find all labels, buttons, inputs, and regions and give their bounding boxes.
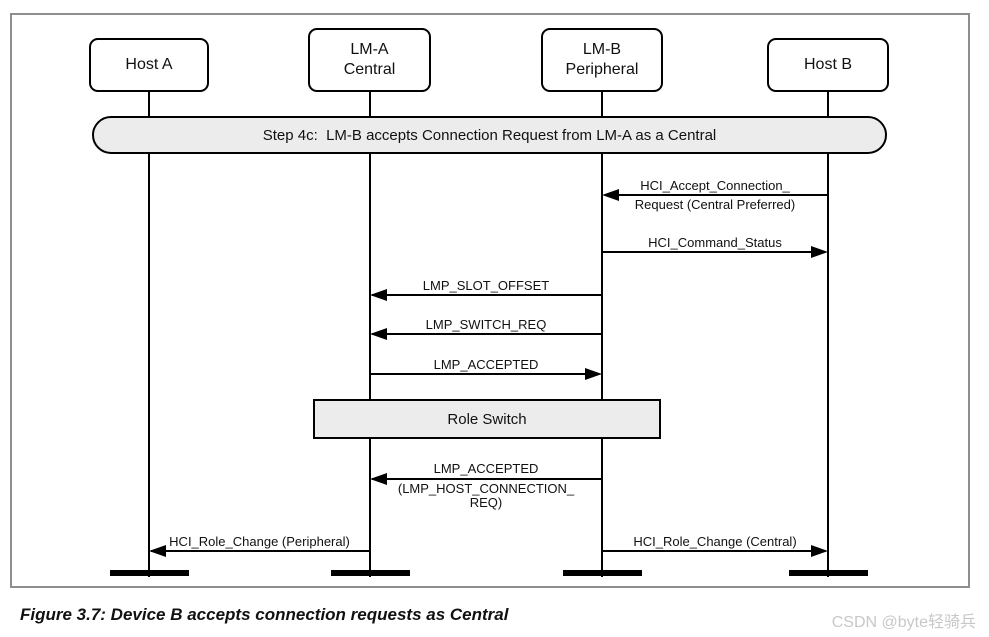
termination-bar-host-b xyxy=(789,570,868,576)
arrowhead-right-icon xyxy=(585,368,602,380)
message-label: LMP_SLOT_OFFSET xyxy=(422,278,550,293)
message-line xyxy=(605,194,828,196)
message-line xyxy=(602,251,825,253)
step-banner: Step 4c: LM-B accepts Connection Request… xyxy=(92,116,887,154)
arrowhead-left-icon xyxy=(370,289,387,301)
node-lm-b-label: LM-B xyxy=(582,41,622,58)
figure-caption: Figure 3.7: Device B accepts connection … xyxy=(20,605,509,624)
message-line xyxy=(151,550,370,552)
node-host-a: Host A xyxy=(89,38,209,92)
node-host-b-label: Host B xyxy=(803,56,852,73)
message-line xyxy=(372,478,602,480)
arrowhead-left-icon xyxy=(370,328,387,340)
message-label-line3: REQ) xyxy=(469,495,503,510)
arrowhead-left-icon xyxy=(370,473,387,485)
node-host-a-label: Host A xyxy=(125,56,173,73)
message-label: LMP_SWITCH_REQ xyxy=(425,317,547,332)
node-lm-a-sublabel: Central xyxy=(343,61,396,78)
lifeline-host-b xyxy=(827,92,829,577)
arrowhead-right-icon xyxy=(811,545,828,557)
node-lm-a-label: LM-A xyxy=(350,41,389,58)
message-label-line2: Request (Central Preferred) xyxy=(634,197,796,212)
lifeline-host-a xyxy=(148,92,150,577)
message-line xyxy=(602,550,825,552)
arrowhead-right-icon xyxy=(811,246,828,258)
message-label: HCI_Role_Change (Peripheral) xyxy=(169,534,350,549)
termination-bar-lm-b xyxy=(563,570,642,576)
lifeline-lm-b xyxy=(601,92,603,577)
message-line xyxy=(372,294,602,296)
node-lm-a: LM-A Central xyxy=(308,28,431,92)
arrowhead-left-icon xyxy=(149,545,166,557)
message-label: HCI_Role_Change (Central) xyxy=(633,534,797,549)
arrowhead-left-icon xyxy=(602,189,619,201)
termination-bar-host-a xyxy=(110,570,189,576)
role-switch-box: Role Switch xyxy=(313,399,661,439)
message-label: LMP_ACCEPTED xyxy=(433,461,539,476)
diagram-frame xyxy=(10,13,970,588)
node-lm-b: LM-B Peripheral xyxy=(541,28,663,92)
termination-bar-lm-a xyxy=(331,570,410,576)
message-label: HCI_Accept_Connection_ xyxy=(640,178,790,193)
node-lm-b-sublabel: Peripheral xyxy=(565,61,639,78)
message-line xyxy=(370,373,598,375)
message-line xyxy=(372,333,602,335)
message-label: HCI_Command_Status xyxy=(648,235,782,250)
message-label: LMP_ACCEPTED xyxy=(433,357,539,372)
csdn-watermark: CSDN @byte轻骑兵 xyxy=(831,614,976,631)
node-host-b: Host B xyxy=(767,38,889,92)
message-label-line2: (LMP_HOST_CONNECTION_ xyxy=(397,481,575,496)
